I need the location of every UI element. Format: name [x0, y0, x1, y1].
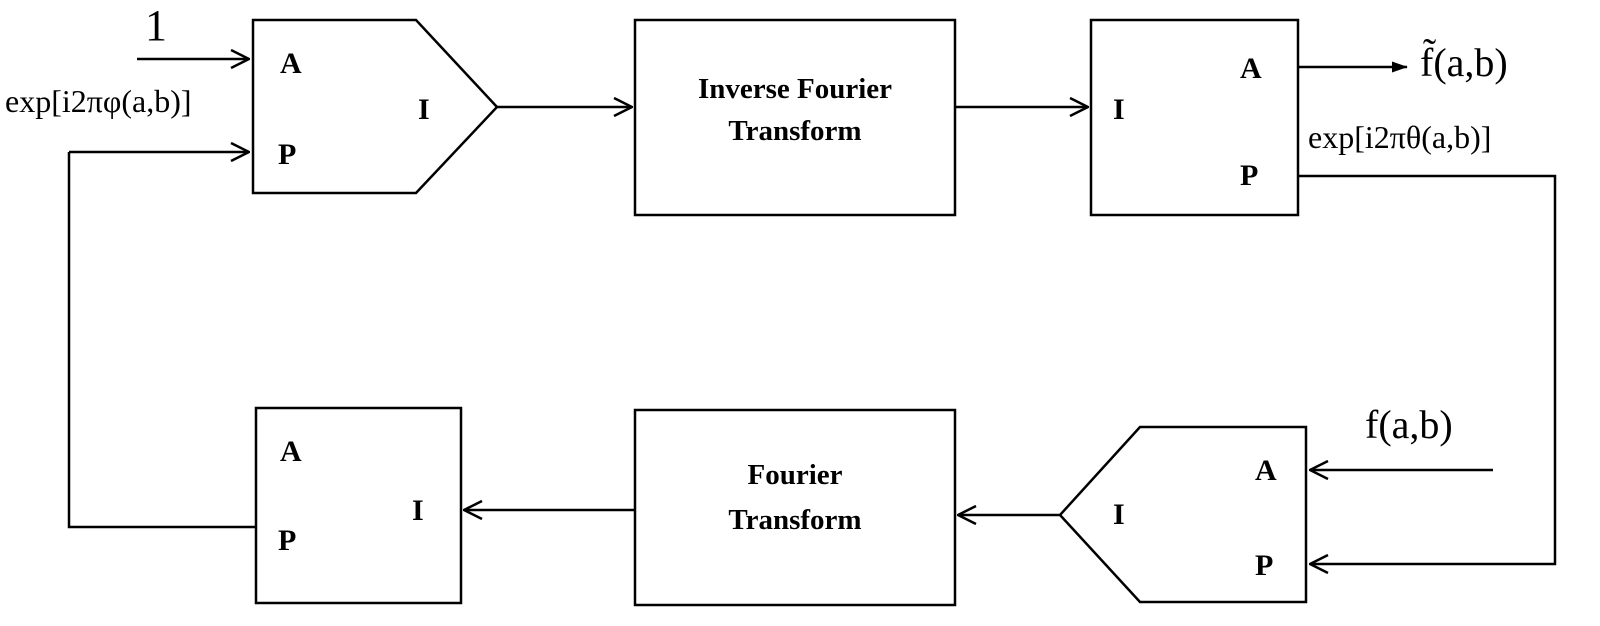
bottom-right-port-i: I [1113, 498, 1125, 531]
input-phase-label: exp[i2πφ(a,b)] [5, 83, 192, 119]
fourier-box [633, 408, 957, 607]
bottom-right-port-a: A [1255, 454, 1277, 487]
fourier-line1: Fourier [747, 459, 842, 491]
output-phase-label: exp[i2πθ(a,b)] [1308, 119, 1491, 155]
inverse-fourier-box [633, 18, 957, 217]
inverse-fourier-line1: Inverse Fourier [698, 73, 892, 105]
inverse-fourier-block: Inverse Fourier Transform [633, 18, 957, 217]
fourier-block: Fourier Transform [633, 408, 957, 607]
bottom-right-block-shape [1058, 425, 1308, 604]
inverse-fourier-line2: Transform [728, 115, 861, 147]
top-right-port-p: P [1240, 159, 1258, 192]
input-target-label: f(a,b) [1365, 402, 1453, 447]
phase-loop-right-wire [1298, 174, 1557, 564]
input-one-label: 1 [145, 1, 167, 50]
bottom-left-port-a: A [280, 435, 302, 468]
bottom-left-port-i: I [412, 494, 424, 527]
bottom-left-i-to-ap-block: A P I [254, 406, 463, 605]
top-left-port-i: I [418, 93, 430, 126]
top-right-block-box [1089, 18, 1300, 217]
phase-loop-left-wire [67, 152, 256, 529]
top-right-i-to-ap-block: I A P [1089, 18, 1300, 217]
top-left-ap-to-i-block: A P I [251, 18, 499, 195]
bottom-right-ap-to-i-block: I A P [1058, 425, 1308, 604]
bottom-left-block-box [254, 406, 463, 605]
top-left-block-shape [251, 18, 499, 195]
fourier-line2: Transform [728, 504, 861, 536]
top-right-port-i: I [1113, 93, 1125, 126]
output-amplitude-label: f̃(a,b) [1420, 39, 1508, 85]
bottom-left-port-p: P [278, 524, 296, 557]
top-right-port-a: A [1240, 52, 1262, 85]
bottom-right-port-p: P [1255, 549, 1273, 582]
top-left-port-a: A [280, 47, 302, 80]
top-left-port-p: P [278, 138, 296, 171]
